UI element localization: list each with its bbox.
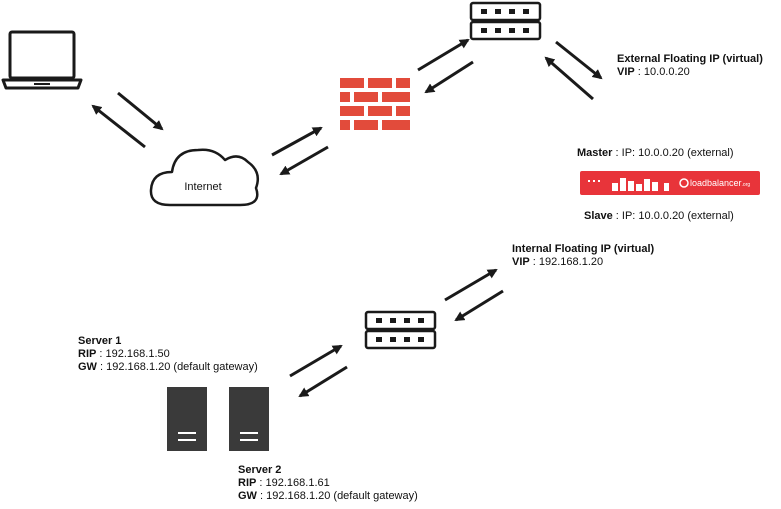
server-2-icon [229,387,269,451]
cloud-label: Internet [184,181,221,193]
slave-value: : IP: 10.0.0.20 (external) [612,210,734,222]
arrow-cloud-to-laptop [91,104,146,149]
server-2-label: Server 2 RIP : 192.168.1.61 GW : 192.168… [238,464,418,503]
appliance-brand-suffix: .org [742,182,751,188]
master-label: Master : IP: 10.0.0.20 (external) [577,147,734,160]
slave-key: Slave [584,210,613,222]
internal-vip-label: Internal Floating IP (virtual) VIP : 192… [512,243,654,269]
appliance-brand: loadbalancer [690,178,742,188]
arrow-firewall-to-cloud [279,145,329,176]
external-switch-icon [469,1,542,41]
external-vip-key: VIP [617,66,635,78]
internet-cloud-icon: Internet [149,148,259,207]
arrow-switch-to-firewall [424,60,474,94]
server-2-gw-value: : 192.168.1.20 (default gateway) [256,490,418,502]
server-2-title: Server 2 [238,464,282,476]
arrow-servers-to-switch [289,344,343,378]
server-2-gw-key: GW [238,490,257,502]
master-value: : IP: 10.0.0.20 (external) [612,147,734,159]
external-vip-title: External Floating IP (virtual) [617,53,763,65]
slave-label: Slave : IP: 10.0.0.20 (external) [584,210,734,223]
arrow-switch-to-vip [555,40,603,80]
svg-text:loadbalancer.org: loadbalancer.org [690,178,750,188]
arrow-cloud-to-firewall [271,126,323,157]
server-1-rip-value: : 192.168.1.50 [96,348,170,360]
server-2-rip-value: : 192.168.1.61 [256,477,330,489]
master-key: Master [577,147,613,159]
arrow-switch-to-servers [298,365,348,398]
arrow-internal-vip-to-switch [454,289,504,322]
server-1-label: Server 1 RIP : 192.168.1.50 GW : 192.168… [78,335,258,374]
arrow-firewall-to-switch [417,38,470,72]
internal-switch-icon [364,310,437,350]
arrow-laptop-to-cloud [117,91,164,131]
connection-arrows [91,38,603,398]
server-1-gw-value: : 192.168.1.20 (default gateway) [96,361,258,373]
laptop-icon [1,30,83,90]
internal-vip-key: VIP [512,256,530,268]
firewall-icon [340,78,410,130]
server-2-rip-key: RIP [238,477,257,489]
appliance-logo-icon [679,178,689,188]
server-1-rip-key: RIP [78,348,97,360]
arrow-switch-to-internal-vip [444,268,498,302]
server-1-gw-key: GW [78,361,97,373]
internal-vip-value: : 192.168.1.20 [529,256,604,268]
server-1-title: Server 1 [78,335,122,347]
external-vip-label: External Floating IP (virtual) VIP : 10.… [617,53,763,79]
load-balancer-appliance-icon: loadbalancer.org [580,171,760,195]
server-1-icon [167,387,207,451]
arrow-vip-to-switch [544,56,594,101]
internal-vip-title: Internal Floating IP (virtual) [512,243,655,255]
external-vip-value: : 10.0.0.20 [634,66,690,78]
